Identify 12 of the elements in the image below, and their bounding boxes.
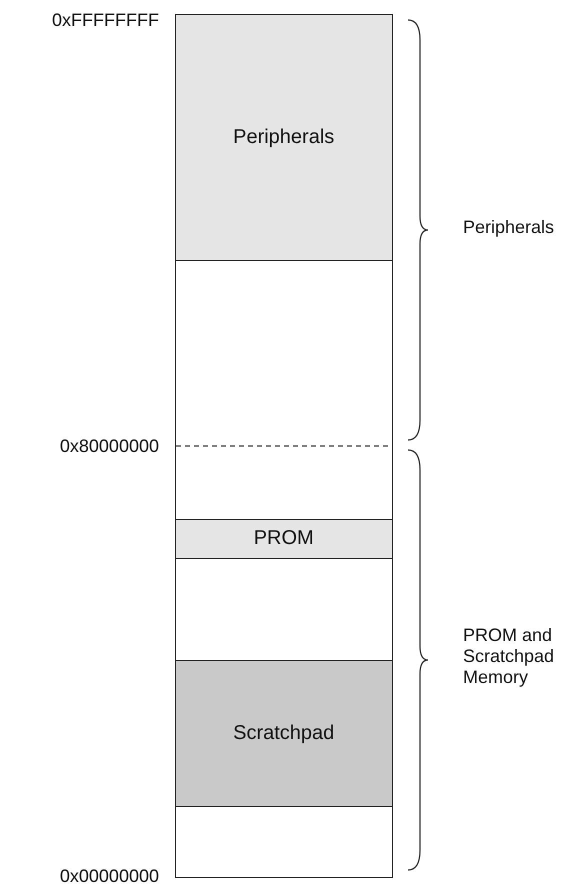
address-label: 0xFFFFFFFF bbox=[51, 10, 159, 31]
address-label: 0x80000000 bbox=[58, 436, 159, 457]
region-label: PROM bbox=[254, 527, 314, 550]
memory-region bbox=[174, 518, 393, 559]
memory-region bbox=[174, 660, 393, 807]
memory-region bbox=[174, 14, 393, 261]
region-label: Scratchpad bbox=[233, 722, 334, 745]
range-label: PROM and Scratchpad Memory bbox=[463, 625, 556, 688]
memory-column bbox=[175, 14, 393, 878]
range-label: Peripherals bbox=[463, 217, 554, 238]
region-label: Peripherals bbox=[233, 126, 334, 149]
address-label: 0x00000000 bbox=[58, 866, 159, 884]
